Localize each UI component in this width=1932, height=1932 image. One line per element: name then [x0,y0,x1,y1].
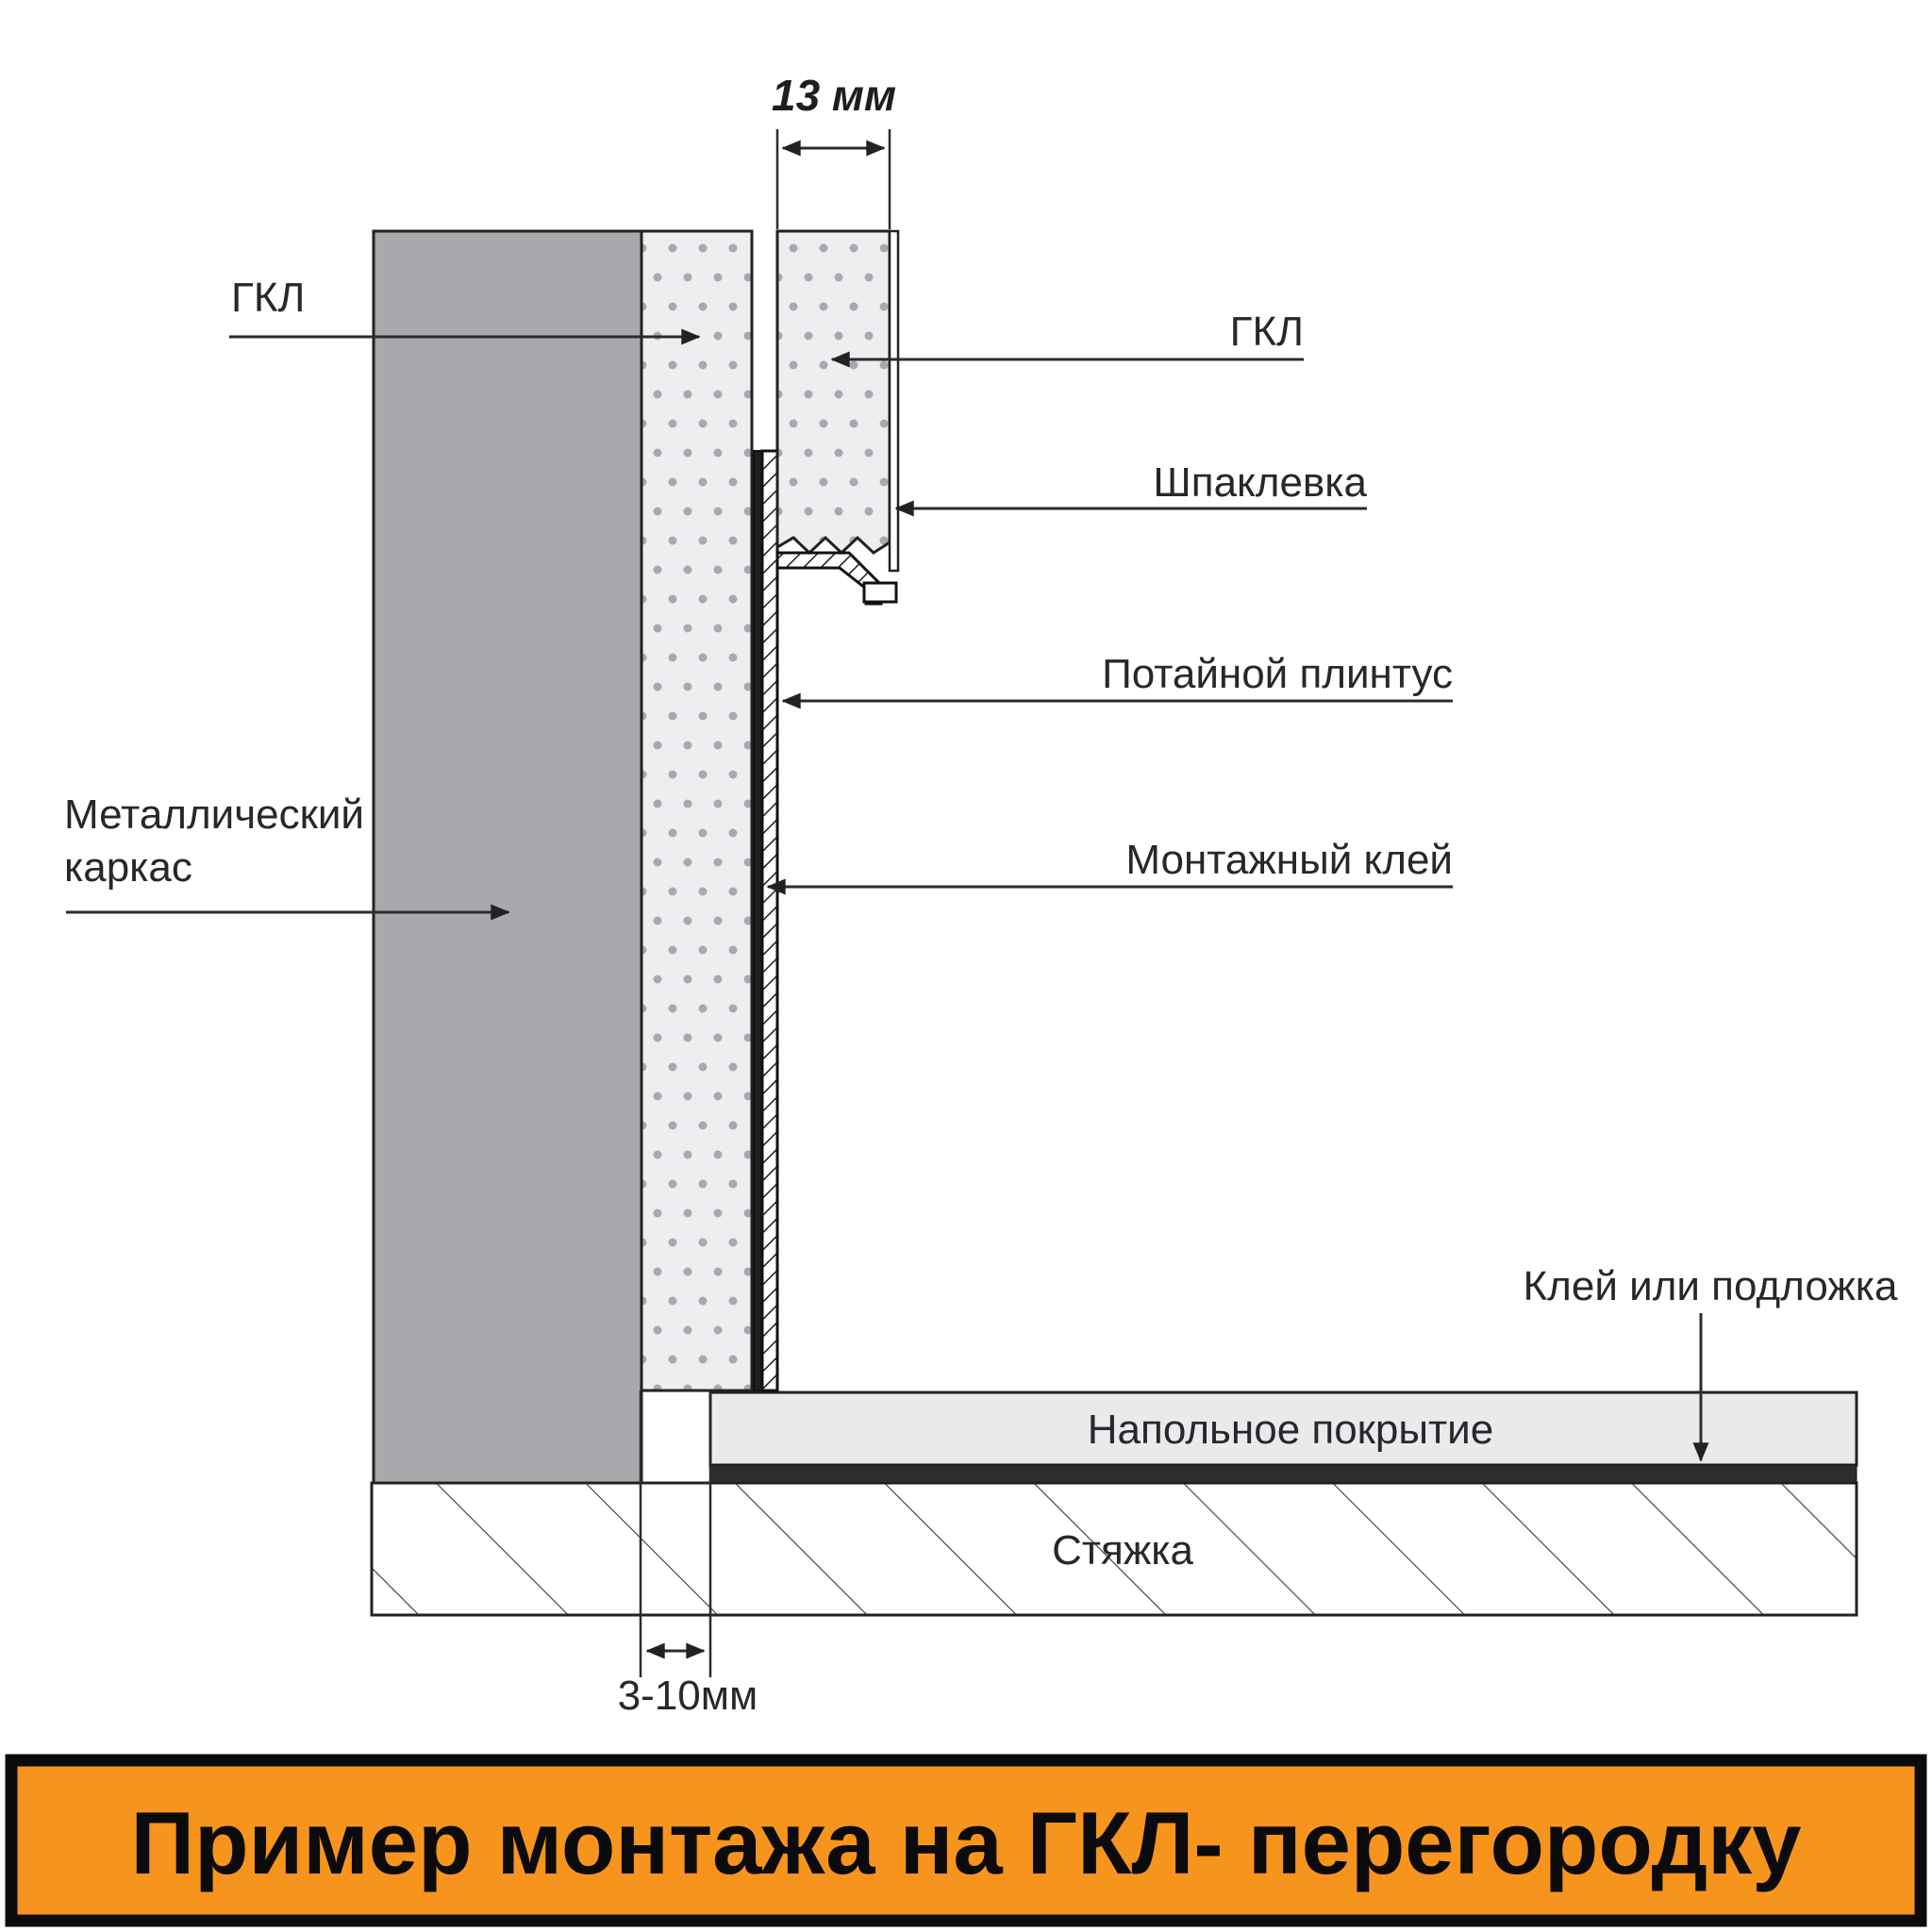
label-hidden-plinth: Потайной плинтус [1102,651,1453,697]
label-13mm: 13 мм [772,71,896,120]
dimension-13mm: 13 мм [772,71,896,229]
label-mounting-glue: Монтажный клей [1125,837,1453,883]
gkl-upper-board [775,229,891,556]
label-metal-frame-line1: Металлический [64,791,364,838]
hidden-plinth-foot [862,581,898,604]
callout-mounting-glue: Монтажный клей [766,837,1453,895]
putty-layer [888,229,900,573]
floor-covering-strip [708,1391,1858,1467]
label-metal-frame-line2: каркас [64,844,192,891]
title-banner: Пример монтажа на ГКЛ- перегородку [5,1754,1927,1927]
dimension-3-10mm: 3-10мм [618,1391,758,1719]
label-putty: Шпаклевка [1153,459,1367,506]
metal-frame-wall [372,229,643,1485]
label-3-10mm: 3-10мм [618,1673,758,1719]
label-glue-or-underlay: Клей или подложка [1524,1263,1898,1309]
hidden-plinth-flange [775,551,883,606]
callout-putty: Шпаклевка [894,459,1368,517]
label-floor-covering: Напольное покрытие [1088,1407,1493,1453]
label-screed: Стяжка [1052,1527,1193,1574]
callout-glue-or-underlay: Клей или подложка [1524,1263,1898,1462]
label-gkl-right: ГКЛ [1230,308,1304,355]
underlay-strip [709,1464,1857,1484]
hidden-plinth-web [760,449,779,1392]
banner-background [5,1754,1927,1927]
banner-title: Пример монтажа на ГКЛ- перегородку [131,1793,1802,1892]
callout-gkl-left: ГКЛ [229,275,701,345]
label-gkl-left: ГКЛ [231,275,305,321]
callout-gkl-right: ГКЛ [830,308,1304,368]
callout-hidden-plinth: Потайной плинтус [781,651,1453,709]
callout-metal-frame: Металлический каркас [64,791,510,921]
gkl-base-board [640,229,754,1392]
